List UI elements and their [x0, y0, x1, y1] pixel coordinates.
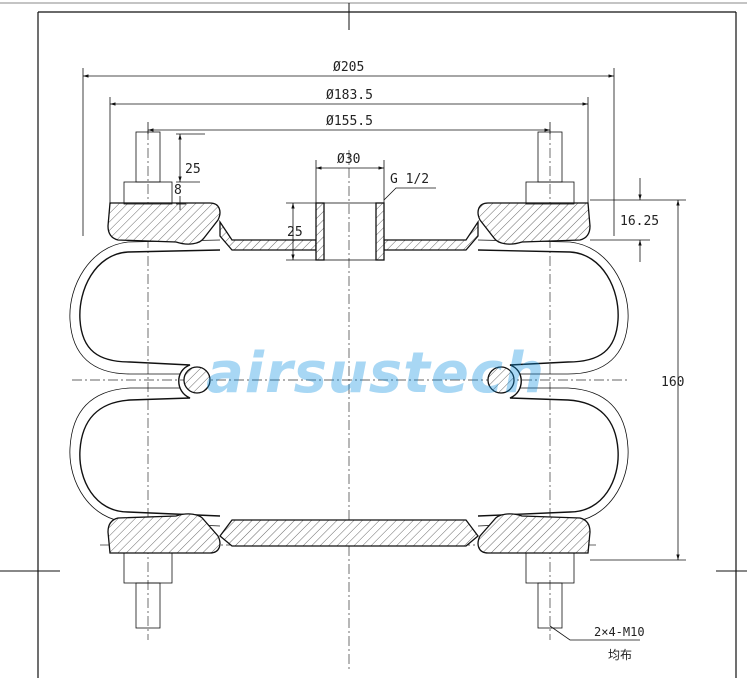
dim-plate-thickness: 25: [287, 225, 303, 240]
stud-bottom-left: [135, 582, 161, 629]
dim-port-thread: G 1/2: [390, 172, 429, 187]
dimension-lines: [82, 68, 686, 641]
nut-top-left: [123, 181, 173, 205]
bottom-plate: [107, 513, 591, 554]
stud-bottom-right: [537, 582, 563, 629]
nut-top-right: [525, 181, 575, 205]
dim-top-offset: 16.25: [620, 214, 659, 229]
right-girdle-ring: [487, 366, 515, 394]
dim-height: 160: [661, 375, 684, 390]
dim-stud-length: 25: [185, 162, 201, 177]
watermark-text: airsustech: [206, 341, 545, 406]
dim-port-diameter: Ø30: [337, 152, 360, 167]
left-girdle-ring: [183, 366, 211, 394]
dim-outer-diameter: Ø205: [333, 60, 364, 75]
note-distribution: 均布: [608, 648, 632, 662]
bellows-body: [69, 239, 629, 527]
dim-nut-height: 8: [174, 183, 182, 198]
note-fasteners: 2×4-M10: [594, 625, 645, 639]
dim-bolt-circle: Ø155.5: [326, 114, 373, 129]
dim-plate-diameter: Ø183.5: [326, 88, 373, 103]
